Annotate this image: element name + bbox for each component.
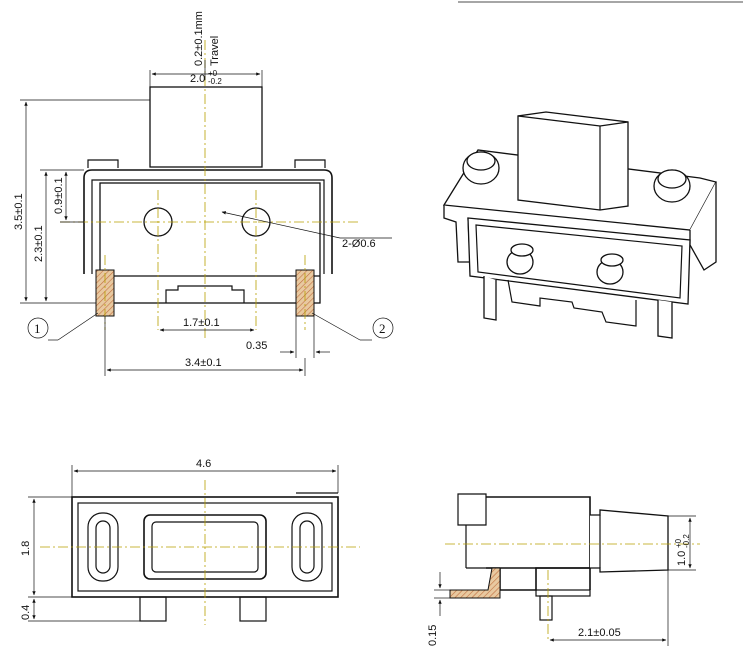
peg-pitch-label: 1.7±0.1 <box>183 317 220 329</box>
side-thickness-label: 0.15 <box>427 625 439 646</box>
balloon2-leader <box>311 312 361 341</box>
front-outer-frame <box>83 169 333 274</box>
bottom-view: 4.6 1.8 0.4 <box>20 458 360 625</box>
balloon1-leader <box>57 312 99 341</box>
front-body <box>99 182 321 304</box>
front-inner-frame <box>91 179 325 274</box>
iso-peg-left-top <box>510 243 534 257</box>
front-tab-right <box>294 159 326 168</box>
side-view: 1.0 +0 -0.2 0.15 2.1±0.05 <box>427 493 700 646</box>
side-leg <box>539 595 553 621</box>
bottom-length-label: 4.6 <box>196 458 211 470</box>
side-top-tab <box>457 493 487 526</box>
plunger-tol-upper: +0 <box>208 69 218 78</box>
bottom-leg-label: 0.4 <box>20 605 32 620</box>
balloon-2-number: 2 <box>379 321 386 336</box>
balloon-1-number: 1 <box>34 321 41 336</box>
iso-left-tab <box>443 205 471 263</box>
terminal-pitch-label: 3.4±0.1 <box>185 357 222 369</box>
side-height-tol-upper: +0 <box>674 538 683 548</box>
bottom-leg-left <box>139 596 167 622</box>
front-plunger <box>149 86 263 168</box>
side-body-top <box>486 496 591 569</box>
travel-word: Travel <box>209 36 221 66</box>
iso-front-plate <box>467 217 691 305</box>
iso-leg-left <box>483 276 497 321</box>
plunger-width-label: 2.0 <box>190 73 205 85</box>
total-height-label: 3.5±0.1 <box>13 193 25 230</box>
iso-front-inner <box>475 224 683 299</box>
bottom-leg-right <box>239 596 267 622</box>
side-terminal <box>449 567 501 599</box>
plunger-tol-lower: -0.2 <box>208 77 222 86</box>
side-lower-base <box>535 589 591 597</box>
peg-dia-label: 2-Ø0.6 <box>342 238 376 250</box>
side-depth-label: 2.1±0.05 <box>578 627 621 639</box>
iso-bottom-edge <box>507 279 637 327</box>
iso-leg-right <box>657 300 673 339</box>
side-lower-body <box>499 567 591 591</box>
front-tab-left <box>87 159 119 168</box>
side-height-tol-lower: -0.2 <box>682 534 691 548</box>
balloon-1 <box>27 317 49 339</box>
front-bottom-step <box>165 285 245 303</box>
peg-dia-leader <box>221 211 341 239</box>
isometric-view <box>442 111 717 339</box>
balloon-2 <box>372 317 394 339</box>
terminal-width-label: 0.35 <box>246 340 267 352</box>
travel-label: 0.2±0.1mm <box>193 11 205 66</box>
body-height-label: 2.3±0.1 <box>33 225 45 262</box>
iso-peg-right-top <box>600 253 624 267</box>
iso-post-right-top <box>657 169 687 189</box>
side-height-label: 1.0 <box>676 551 688 566</box>
side-plunger <box>590 509 669 573</box>
frame-height-label: 0.9±0.1 <box>53 177 65 214</box>
iso-post-left-top <box>466 151 496 171</box>
iso-plunger <box>517 111 629 211</box>
front-view: 0.2±0.1mm Travel 2.0 +0 -0.2 3.5±0.1 2.3… <box>13 11 394 376</box>
bottom-width-label: 1.8 <box>20 541 32 556</box>
